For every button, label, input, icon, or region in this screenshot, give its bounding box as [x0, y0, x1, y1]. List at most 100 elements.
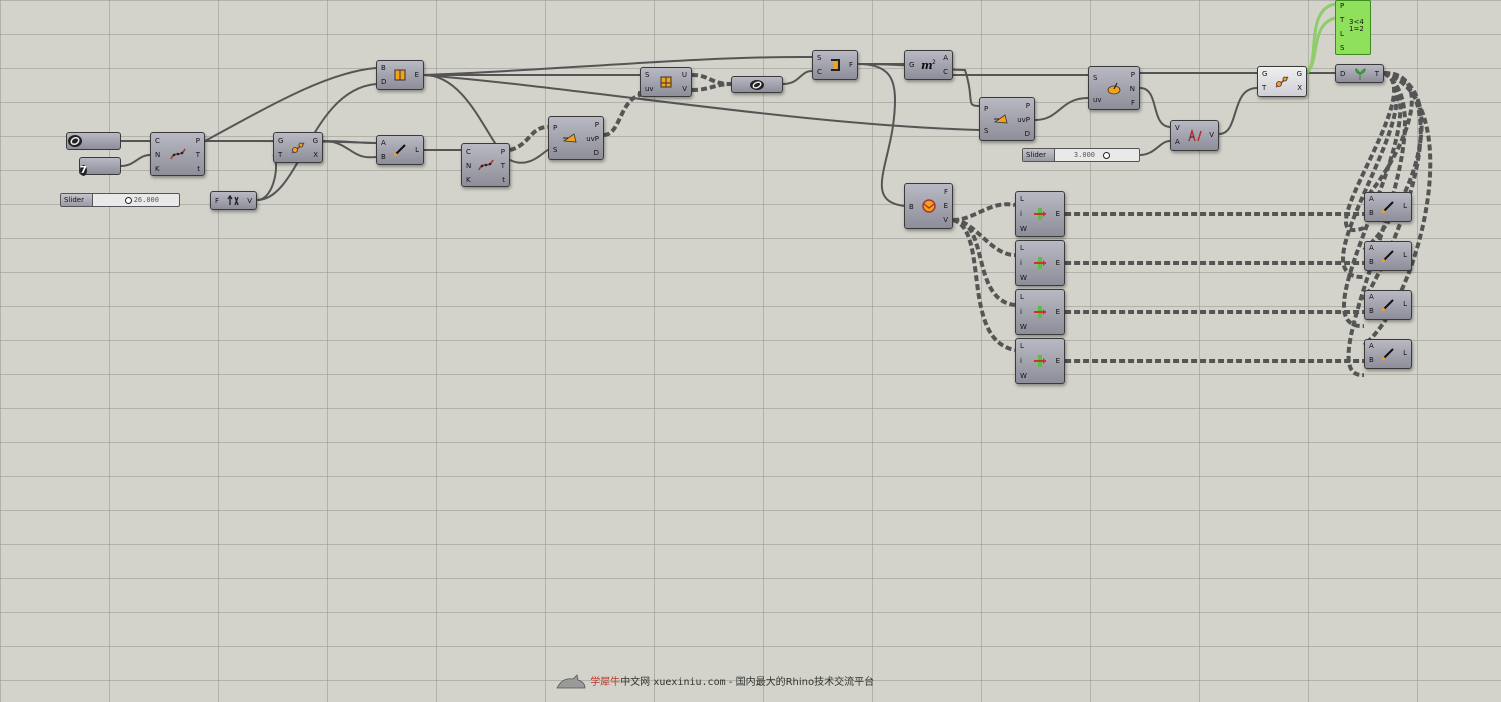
curve-frames-1[interactable]: C N K P T t [150, 132, 205, 176]
surface-split[interactable]: S C F [812, 50, 858, 80]
port-in-w[interactable]: W [1020, 372, 1027, 380]
port-in-uv[interactable]: uv [1093, 96, 1102, 104]
port-in-b[interactable]: B [1369, 307, 1374, 315]
port-in-a[interactable]: A [1175, 138, 1180, 146]
line-right-1[interactable]: A B L [1364, 192, 1412, 222]
port-out-g[interactable]: G [1296, 70, 1302, 78]
port-out-t[interactable]: T [195, 151, 200, 159]
slider-right-knob[interactable] [1103, 152, 1110, 159]
port-in-n[interactable]: N [155, 151, 161, 159]
port-out-e[interactable]: E [1055, 308, 1060, 316]
port-out-u[interactable]: U [681, 71, 687, 79]
port-in-a[interactable]: A [1369, 293, 1374, 301]
port-in-a[interactable]: A [381, 139, 386, 147]
curve-param[interactable] [66, 132, 121, 150]
port-out-d[interactable]: D [593, 149, 599, 157]
port-in-a[interactable]: A [1369, 244, 1374, 252]
panel-in-p[interactable]: P [1340, 2, 1345, 10]
port-in-s[interactable]: S [645, 71, 650, 79]
port-out-f[interactable]: F [1130, 99, 1135, 107]
port-in-a[interactable]: A [1369, 342, 1374, 350]
port-out-f[interactable]: F [943, 188, 948, 196]
port-in-w[interactable]: W [1020, 323, 1027, 331]
port-in-k[interactable]: K [155, 165, 160, 173]
line-right-2[interactable]: A B L [1364, 241, 1412, 271]
port-in-c[interactable]: C [466, 148, 471, 156]
line-right-3[interactable]: A B L [1364, 290, 1412, 320]
port-in-b[interactable]: B [1369, 209, 1374, 217]
curve-frames-2[interactable]: C N K P T t [461, 143, 510, 187]
port-out-x[interactable]: X [313, 151, 318, 159]
port-in-l[interactable]: L [1020, 293, 1024, 301]
port-in-i[interactable]: i [1020, 259, 1022, 267]
port-out-a[interactable]: A [943, 54, 948, 62]
port-in-d[interactable]: D [381, 78, 387, 86]
port-out-n[interactable]: N [1129, 85, 1135, 93]
port-in-l[interactable]: L [1020, 342, 1024, 350]
port-out-t[interactable]: T [1374, 70, 1379, 78]
extend-3[interactable]: L i W E [1015, 289, 1065, 335]
line-right-4[interactable]: A B L [1364, 339, 1412, 369]
surface-normal[interactable]: S uv P N F [1088, 66, 1140, 110]
port-in-a[interactable]: A [1369, 195, 1374, 203]
port-out-v[interactable]: V [682, 85, 687, 93]
port-in-b[interactable]: B [909, 203, 914, 211]
slider-right[interactable]: Slider 3.000 [1022, 148, 1140, 162]
port-in-g[interactable]: G [909, 61, 915, 69]
port-out-e[interactable]: E [414, 71, 419, 79]
port-in-t[interactable]: T [278, 151, 283, 159]
port-in-l[interactable]: L [1020, 244, 1024, 252]
port-in-g[interactable]: G [1262, 70, 1268, 78]
port-in-b[interactable]: B [381, 64, 386, 72]
port-out-v[interactable]: V [943, 216, 948, 224]
tree[interactable]: D T [1335, 64, 1384, 83]
line-ab-1[interactable]: A B L [376, 135, 424, 165]
deconstruct-brep[interactable]: B F E V [904, 183, 953, 229]
port-in-p[interactable]: P [984, 105, 989, 113]
port-out-p[interactable]: P [195, 137, 200, 145]
amplitude[interactable]: V A V [1170, 120, 1219, 151]
port-in-s[interactable]: S [984, 127, 989, 135]
port-out-l[interactable]: L [1403, 300, 1407, 308]
port-in-c[interactable]: C [155, 137, 160, 145]
port-out-uvp[interactable]: uvP [586, 135, 599, 143]
slider-left-knob[interactable] [125, 197, 132, 204]
extend-1[interactable]: L i W E [1015, 191, 1065, 237]
port-in-i[interactable]: i [1020, 308, 1022, 316]
slider-left[interactable]: Slider 26.000 [60, 193, 180, 207]
port-in-s[interactable]: S [553, 146, 558, 154]
port-in-l[interactable]: L [1020, 195, 1024, 203]
port-in-t[interactable]: T [1262, 84, 1267, 92]
port-in-s[interactable]: S [817, 54, 822, 62]
port-out-e[interactable]: E [1055, 210, 1060, 218]
ring-node[interactable] [731, 76, 783, 93]
port-in-b[interactable]: B [1369, 258, 1374, 266]
panel-in-l[interactable]: L [1340, 30, 1344, 38]
port-in-b[interactable]: B [1369, 356, 1374, 364]
port-out-l[interactable]: L [1403, 202, 1407, 210]
port-in-uv[interactable]: uv [645, 85, 654, 93]
evaluate-length[interactable]: F V [210, 191, 257, 210]
panel-in-s[interactable]: S [1340, 44, 1345, 52]
move[interactable]: G T G X [1257, 66, 1307, 97]
port-out-g[interactable]: G [312, 137, 318, 145]
port-out-v[interactable]: V [247, 197, 252, 205]
port-out-uvp[interactable]: uvP [1017, 116, 1030, 124]
curve-closest[interactable]: G T G X [273, 132, 323, 163]
port-out-p[interactable]: P [500, 148, 505, 156]
port-out-p[interactable]: P [594, 121, 599, 129]
port-in-w[interactable]: W [1020, 274, 1027, 282]
port-out-t-param[interactable]: t [197, 165, 200, 173]
port-out-d[interactable]: D [1024, 130, 1030, 138]
port-out-x[interactable]: X [1297, 84, 1302, 92]
port-out-v[interactable]: V [1209, 131, 1214, 139]
port-in-w[interactable]: W [1020, 225, 1027, 233]
port-out-c[interactable]: C [943, 68, 948, 76]
port-out-t-param[interactable]: t [502, 176, 505, 184]
port-out-l[interactable]: L [415, 146, 419, 154]
port-in-b[interactable]: B [381, 153, 386, 161]
port-in-f[interactable]: F [215, 197, 220, 205]
extend-2[interactable]: L i W E [1015, 240, 1065, 286]
port-out-t[interactable]: T [500, 162, 505, 170]
